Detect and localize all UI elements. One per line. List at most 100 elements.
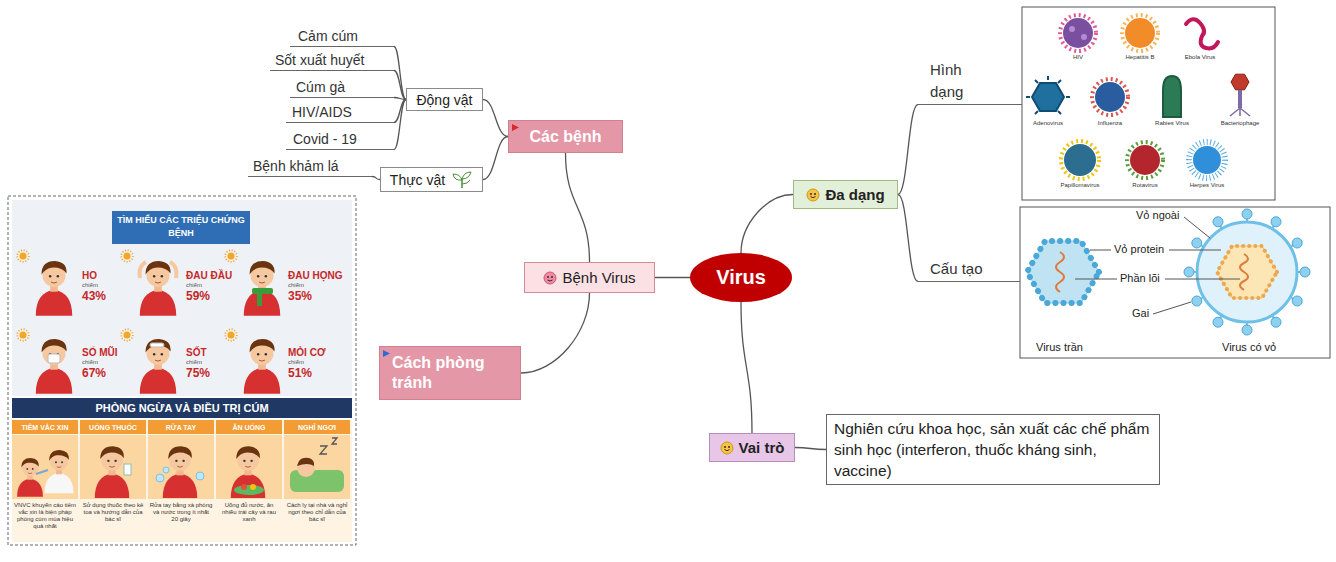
virus-structure <box>1213 217 1223 227</box>
symptom-name: SỐT <box>186 347 207 359</box>
plant-icon <box>462 180 470 184</box>
branch-connector <box>741 302 752 433</box>
virus-gallery <box>1130 145 1160 175</box>
virus-structure <box>1300 267 1310 277</box>
plant-icon <box>462 172 471 179</box>
node-icon <box>548 280 553 281</box>
leader-line <box>1153 302 1191 314</box>
branch-connector <box>483 137 508 180</box>
prevention-panels <box>12 420 78 434</box>
virus-name: Bacteriophage <box>1205 120 1275 127</box>
virus-structure <box>1192 238 1202 248</box>
node-text: Cách phòng tránh <box>392 353 508 393</box>
virus-structure <box>1213 317 1223 327</box>
flag-icon <box>512 124 519 131</box>
virus-name: Rotavirus <box>1110 182 1180 189</box>
virus-gallery <box>1163 76 1181 117</box>
virus-structure <box>1020 207 1330 358</box>
virus-gallery <box>1189 142 1225 178</box>
prevention-panels <box>124 464 131 475</box>
part-label: Vỏ ngoài <box>1136 209 1179 222</box>
node-icon <box>814 193 816 195</box>
symptom-note: chiếm <box>288 359 304 366</box>
virus-structure <box>1292 296 1302 306</box>
node-icon <box>512 124 519 131</box>
virus-gallery <box>1186 19 1218 48</box>
leaf-topic: Bệnh khảm lá <box>248 157 372 177</box>
symptom-figure <box>121 250 133 262</box>
leader-line <box>1184 217 1210 238</box>
virus-gallery <box>1092 79 1128 115</box>
virus-name: Influenza <box>1075 120 1145 127</box>
infographic-frame <box>8 196 356 545</box>
prevention-panels <box>250 484 256 490</box>
symptom-figure <box>36 339 72 394</box>
virus-name: HIV <box>1043 54 1113 61</box>
flag-icon <box>383 350 390 357</box>
leaf-topic: Cúm gà <box>290 78 394 98</box>
virus-gallery <box>1231 74 1249 90</box>
virus-structure <box>1271 217 1281 227</box>
symptom-figure <box>244 261 280 316</box>
symptom-percent: 35% <box>288 289 312 303</box>
flag-icon <box>383 350 390 357</box>
symptom-percent: 51% <box>288 366 312 380</box>
note-box: Nghiên cứu khoa học, sản xuất các chế ph… <box>826 414 1160 485</box>
prevention-panels <box>241 484 247 490</box>
plant-icon <box>451 171 473 189</box>
topic-box: Thực vật <box>380 167 483 192</box>
part-label: Virus có vỏ <box>1222 341 1276 354</box>
branch-connector <box>566 153 590 262</box>
virus-structure <box>1184 267 1194 277</box>
prevention-panels <box>320 438 337 454</box>
virus-structure <box>1240 254 1248 290</box>
branch-connector <box>394 71 406 100</box>
virus-name: Papillomavirus <box>1045 182 1115 189</box>
virus-gallery <box>1061 141 1099 179</box>
prevention-panels <box>290 470 344 492</box>
subtopic-box: Cách phòng tránh <box>379 346 521 400</box>
virus-structure <box>1027 241 1099 303</box>
main-topic: Bệnh Virus <box>524 262 655 293</box>
prevention-panels <box>12 420 350 499</box>
panel-heading: ĂN UỐNG <box>216 423 282 432</box>
node-text: Bệnh khảm lá <box>253 158 339 174</box>
symptom-figure <box>170 262 176 278</box>
virus-name: Adenovirus <box>1013 120 1083 127</box>
leaf-topic: Hình dạng <box>918 59 1022 105</box>
virus-gallery <box>1026 76 1070 114</box>
node-text: Sốt xuất huyết <box>275 52 365 68</box>
node-icon <box>383 350 390 357</box>
node-icon <box>720 441 734 455</box>
virus-gallery <box>1193 146 1221 174</box>
node-icon <box>544 272 556 284</box>
prevention-panels <box>234 485 264 495</box>
prevention-panels <box>12 435 78 499</box>
prevention-panels <box>231 446 265 498</box>
node-icon <box>551 276 553 278</box>
panel-heading: RỬA TAY <box>148 423 214 432</box>
virus-gallery <box>1032 83 1064 111</box>
branch-connector <box>394 98 406 100</box>
symptom-figure <box>48 354 60 363</box>
subtopic-box: Các bệnh <box>508 120 623 153</box>
node-icon <box>721 442 733 454</box>
symptom-figure <box>17 250 29 262</box>
virus-gallery <box>1230 108 1250 116</box>
virus-gallery <box>1127 142 1163 178</box>
symptom-figure <box>150 343 164 347</box>
virus-gallery <box>1238 90 1242 108</box>
prevention-panels <box>216 435 282 499</box>
node-text: Hình dạng <box>930 59 976 103</box>
part-label: Phần lõi <box>1120 272 1160 285</box>
part-label: Vỏ protein <box>1114 243 1164 256</box>
node-text: Vai trò <box>739 439 785 456</box>
banner-title: TÌM HIỂU CÁC TRIỆU CHỨNG BỆNH <box>112 214 250 240</box>
virus-name: Ebola Virus <box>1165 54 1235 61</box>
node-text: Đa dạng <box>825 186 884 203</box>
banner-title: PHÒNG NGỪA VÀ ĐIỀU TRỊ CÚM <box>12 401 352 415</box>
leaf-topic: HIV/AIDS <box>286 103 394 123</box>
virus-name: Herpes Virus <box>1172 182 1242 189</box>
leaf-topic: Sốt xuất huyết <box>270 51 394 71</box>
prevention-panels <box>284 435 350 499</box>
